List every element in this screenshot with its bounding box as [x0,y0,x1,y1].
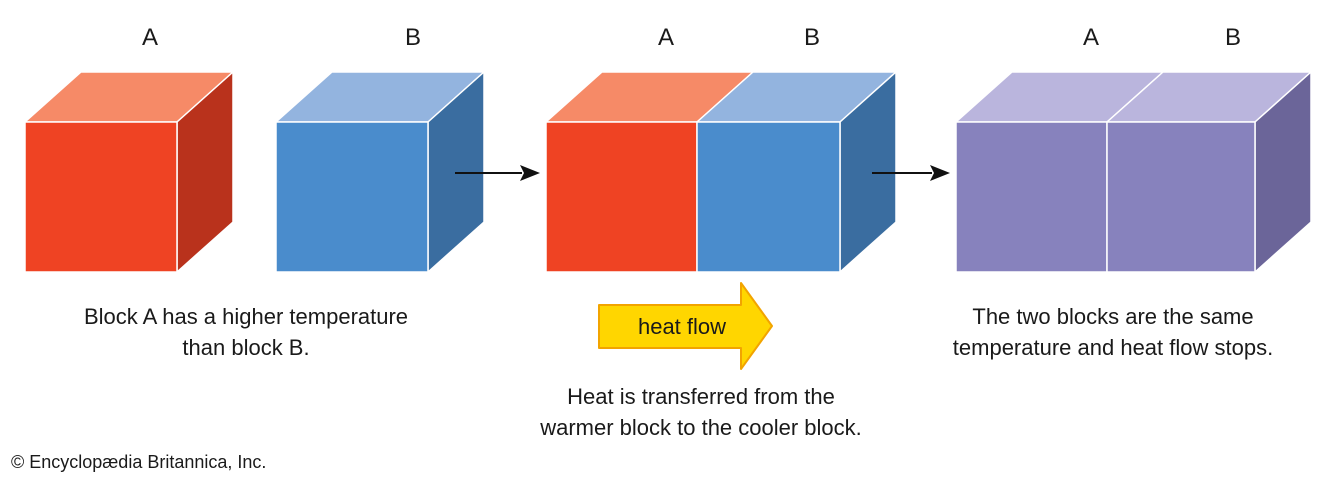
block-b-contact-front [696,121,841,273]
caption-equilibrium-line1: The two blocks are the same [972,304,1254,329]
caption-equilibrium: The two blocks are the same temperature … [903,301,1323,363]
caption-contact-line2: warmer block to the cooler block. [540,415,862,440]
label-b-panel1: B [404,24,421,51]
block-a-contact-front [545,121,698,273]
transition-arrow-2 [872,165,950,181]
label-b-panel3: B [1224,24,1241,51]
transition-arrow-1 [455,165,540,181]
blocks-in-contact [545,71,897,273]
caption-contact-line1: Heat is transferred from the [567,384,835,409]
block-a-initial [24,71,234,273]
caption-contact: Heat is transferred from the warmer bloc… [486,381,916,443]
block-b-final-front [1106,121,1256,273]
label-a-panel2: A [657,24,674,51]
label-b-panel2: B [803,24,820,51]
label-a-panel3: A [1082,24,1099,51]
caption-initial-line2: than block B. [182,335,310,360]
heat-flow-label: heat flow [638,314,726,339]
blocks-equilibrium [955,71,1312,273]
caption-initial-line1: Block A has a higher temperature [83,304,409,329]
block-b-initial [275,71,485,273]
heat-flow-arrow: heat flow [598,282,773,370]
block-a-initial-front [24,121,178,273]
caption-equilibrium-line2: temperature and heat flow stops. [952,335,1274,360]
caption-initial: Block A has a higher temperature than bl… [36,301,456,363]
label-a-panel1: A [141,24,158,51]
block-a-final-front [955,121,1108,273]
copyright-notice: © Encyclopædia Britannica, Inc. [11,452,267,472]
block-b-initial-front [275,121,429,273]
